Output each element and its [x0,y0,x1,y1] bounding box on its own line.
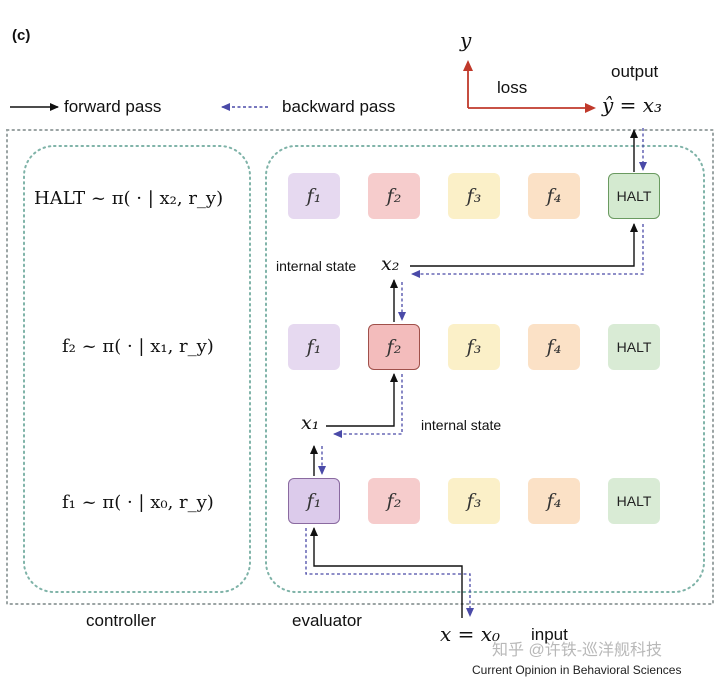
module-f4: f₄ [528,173,580,219]
module-f1: f₁ [288,324,340,370]
module-f1: f₁ [288,173,340,219]
module-f3: f₃ [448,324,500,370]
controller-frame [23,145,251,593]
halt-to-x2-backward [411,224,644,278]
watermark-text: 知乎 @许铁-巡洋舰科技 [492,642,663,659]
policy-row-3: f₁ ~ π( · | x₀, r_y) [62,492,214,513]
loss-label: loss [497,78,528,97]
f2-to-x1-backward [333,374,403,438]
module-f4: f₄ [528,478,580,524]
f1-to-input-backward [305,528,474,617]
legend-forward-label: forward pass [64,97,162,116]
target-y: y [460,28,472,52]
legend-backward-label: backward pass [282,97,396,116]
module-halt-selected: HALT [608,173,660,219]
policy-row-2: f₂ ~ π( · | x₁, r_y) [62,336,214,357]
module-f2: f₂ [368,173,420,219]
module-halt: HALT [608,478,660,524]
internal-state-label-x2: internal state [276,258,357,274]
module-f2-selected: f₂ [368,324,420,370]
input-label: input [531,625,568,644]
module-f1-selected: f₁ [288,478,340,524]
x1-to-f2-arrow [326,373,398,427]
input-equation: x = x₀ [440,622,501,646]
output-yhat: ŷ = x₃ [602,93,663,117]
module-f4: f₄ [528,324,580,370]
x2-to-halt-arrow [410,223,638,267]
output-label: output [611,62,659,81]
module-f3: f₃ [448,478,500,524]
module-f3: f₃ [448,173,500,219]
state-x1: x₁ [301,412,320,434]
internal-state-label-x1: internal state [421,417,502,433]
module-halt: HALT [608,324,660,370]
policy-row-1: HALT ~ π( · | x₂, r_y) [34,188,224,209]
evaluator-label: evaluator [292,611,362,630]
state-x2: x₂ [381,253,400,275]
module-f2: f₂ [368,478,420,524]
panel-label: (c) [12,27,31,44]
outer-frame [6,129,714,605]
source-credit: Current Opinion in Behavioral Sciences [472,663,682,677]
controller-label: controller [86,611,156,630]
evaluator-frame [265,145,705,593]
input-to-f1-arrow [310,527,463,618]
